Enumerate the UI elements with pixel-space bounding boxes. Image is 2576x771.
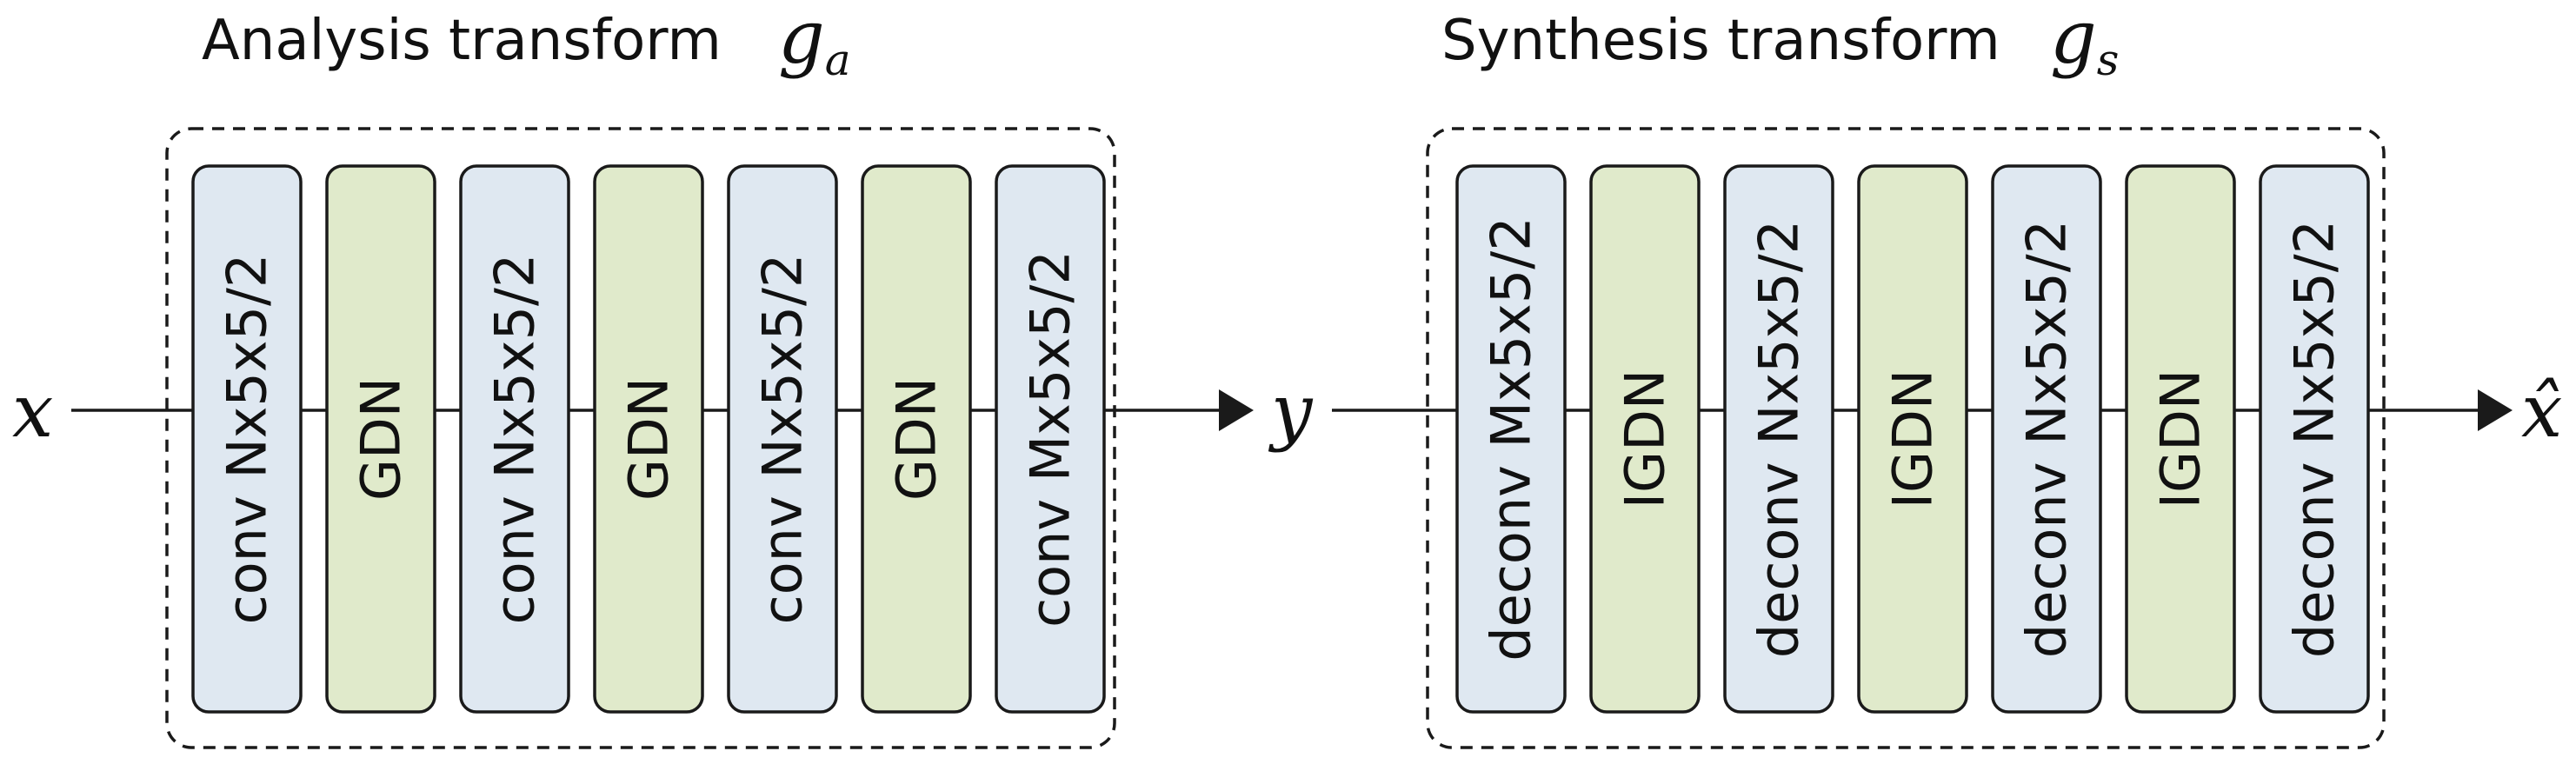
synthesis-layers: deconv Mx5x5/2 IGDN deconv Nx5x5/2 IGDN deco… (1455, 164, 2370, 714)
synthesis-layer-label-1: deconv Mx5x5/2 (1480, 216, 1543, 661)
analysis-layer-label-3: conv Nx5x5/2 (483, 254, 547, 625)
analysis-symbol: ga (778, 0, 851, 85)
analysis-layer-label-6: GDN (885, 377, 949, 501)
synthesis-layer-block-2 (1589, 164, 1701, 714)
synthesis-layer-block-1 (1455, 164, 1567, 714)
synthesis-group-border (1426, 127, 2386, 749)
synthesis-layer-block-7 (2259, 164, 2370, 714)
synthesis-symbol-base: g (2050, 0, 2097, 80)
synthesis-symbol: gs (2050, 0, 2119, 85)
analysis-layer-label-4: GDN (617, 377, 681, 501)
analysis-layers: conv Nx5x5/2 GDN conv Nx5x5/2 GDN conv Nx5x5… (191, 164, 1106, 714)
output-signal-label: x̂ (2521, 369, 2562, 454)
analysis-layer-label-1: conv Nx5x5/2 (216, 254, 279, 625)
synthesis-layer-label-4: IGDN (1881, 369, 1945, 508)
synthesis-title: Synthesis transform (1441, 9, 2000, 73)
analysis-symbol-base: g (778, 0, 825, 80)
analysis-title: Analysis transform (202, 9, 722, 73)
synthesis-layer-block-3 (1723, 164, 1834, 714)
synthesis-layer-label-2: IGDN (1614, 369, 1677, 508)
output-arrowhead (2478, 389, 2513, 431)
analysis-group-border (165, 127, 1116, 749)
synthesis-layer-block-6 (2125, 164, 2236, 714)
synthesis-layer-label-5: deconv Nx5x5/2 (2015, 220, 2079, 658)
analysis-layer-label-2: GDN (349, 377, 413, 501)
input-signal-label: x (12, 369, 53, 454)
analysis-layer-block-7 (995, 164, 1106, 714)
latent-arrowhead (1219, 389, 1254, 431)
analysis-layer-block-4 (593, 164, 704, 714)
analysis-layer-label-5: conv Nx5x5/2 (751, 254, 815, 625)
synthesis-symbol-sub: s (2097, 35, 2120, 85)
latent-signal-label: y (1268, 369, 1314, 454)
synthesis-layer-label-7: deconv Nx5x5/2 (2283, 220, 2346, 658)
analysis-layer-label-7: conv Mx5x5/2 (1019, 250, 1082, 628)
analysis-symbol-sub: a (825, 35, 851, 85)
synthesis-layer-block-4 (1857, 164, 1968, 714)
analysis-layer-block-1 (191, 164, 303, 714)
synthesis-layer-label-6: IGDN (2149, 369, 2213, 508)
analysis-layer-block-2 (325, 164, 436, 714)
analysis-layer-block-6 (861, 164, 972, 714)
synthesis-layer-label-3: deconv Nx5x5/2 (1747, 220, 1811, 658)
analysis-layer-block-3 (459, 164, 570, 714)
synthesis-layer-block-5 (1991, 164, 2102, 714)
analysis-layer-block-5 (727, 164, 838, 714)
